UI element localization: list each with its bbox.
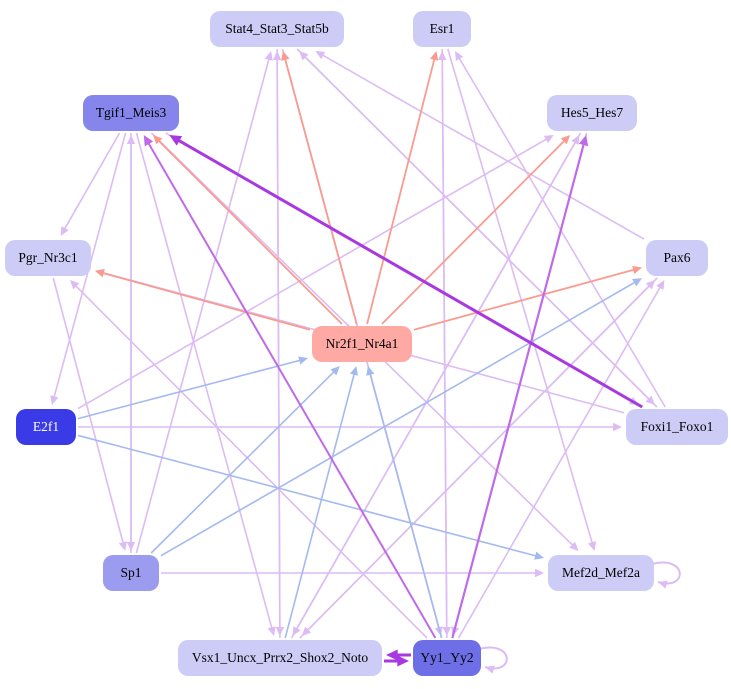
edge-arrowhead (658, 580, 668, 589)
edge-esr1-mef2d (447, 48, 594, 545)
edge-yy1-pax6 (457, 285, 662, 639)
edge-arrowhead (264, 51, 273, 61)
edge-arrowhead (315, 51, 326, 60)
edge-arrowhead (267, 626, 276, 636)
edge-e2f1-mef2d (77, 434, 538, 557)
edge-stat4-vsx1 (276, 48, 281, 630)
edge-arrowhead (275, 626, 285, 636)
edge-arrowhead (60, 226, 69, 236)
edge-arrowhead (153, 135, 163, 145)
edge-arrowhead (386, 649, 398, 661)
edge-arrowhead (330, 366, 340, 376)
edge-arrowhead (656, 280, 665, 290)
edge-arrowhead (143, 135, 154, 147)
edge-esr1-yy1 (441, 48, 448, 630)
node-Mef2d_Mef2a[interactable]: Mef2d_Mef2a (548, 555, 654, 591)
edge-arrowhead (292, 626, 301, 636)
edge-sp1-nr2f1 (150, 370, 336, 554)
node-Vsx1_Uncx_Prrx2_Shox2_Noto[interactable]: Vsx1_Uncx_Prrx2_Shox2_Noto (178, 640, 382, 676)
node-E2f1[interactable]: E2f1 (16, 409, 76, 445)
node-Nr2f1_Nr4a1[interactable]: Nr2f1_Nr4a1 (312, 326, 412, 362)
edge-arrowhead (543, 135, 554, 144)
node-Esr1[interactable]: Esr1 (413, 11, 471, 47)
node-Hes5_Hes7[interactable]: Hes5_Hes7 (547, 95, 637, 131)
edge-yy1-pgr (74, 284, 428, 639)
edge-arrowhead (349, 366, 359, 376)
self-loop-yy1 (478, 646, 508, 670)
edge-arrowhead (485, 665, 495, 674)
edge-arrowhead (442, 626, 451, 636)
edge-arrowhead (534, 551, 544, 560)
node-Foxi1_Foxo1[interactable]: Foxi1_Foxo1 (626, 409, 728, 445)
edge-yy1-nr2f1 (369, 372, 443, 639)
node-Sp1[interactable]: Sp1 (103, 555, 159, 591)
edge-sp1-pax6 (160, 280, 637, 557)
node-Stat4_Stat3_Stat5b[interactable]: Stat4_Stat3_Stat5b (210, 11, 344, 47)
edge-arrowhead (430, 51, 439, 61)
edge-vsx1-nr2f1 (284, 372, 356, 639)
edge-pax6-stat4 (321, 53, 645, 240)
edge-arrowhead (298, 356, 308, 365)
edge-arrowhead (613, 422, 622, 432)
edge-pgr-sp1 (52, 277, 125, 545)
edge-foxi1-tgif1 (176, 138, 643, 409)
edge-stat4-foxi1 (296, 48, 651, 401)
node-Pgr_Nr3c1[interactable]: Pgr_Nr3c1 (5, 240, 91, 276)
edge-nr2f1-tgif1 (157, 139, 343, 325)
edge-arrowhead (645, 395, 655, 405)
edge-nr2f1-pax6 (413, 268, 636, 331)
edge-yy1-hes5 (451, 142, 586, 639)
edge-arrowhead (126, 542, 136, 551)
edge-nr2f1-hes5 (381, 139, 566, 325)
edge-sp1-stat4 (135, 57, 271, 554)
edge-arrowhead (578, 135, 589, 147)
self-loop-mef2d (651, 561, 681, 585)
node-Yy1_Yy2[interactable]: Yy1_Yy2 (413, 640, 481, 676)
edge-arrowhead (569, 541, 579, 551)
edge-arrowhead (632, 278, 642, 287)
edge-pax6-vsx1 (306, 277, 658, 632)
edge-arrowhead (281, 51, 290, 61)
node-Pax6[interactable]: Pax6 (646, 240, 708, 276)
edge-foxi1-esr1 (457, 56, 666, 408)
edge-yy1-tgif1 (146, 141, 437, 639)
edge-nr2f1-stat4 (283, 57, 358, 325)
edge-arrowhead (50, 395, 59, 405)
edge-arrowhead (69, 280, 80, 290)
edge-arrowhead (588, 541, 597, 551)
edge-nr2f1-pgr (101, 271, 311, 331)
edge-arrowhead (560, 135, 571, 145)
edge-e2f1-hes5 (77, 137, 549, 410)
edge-arrowhead (454, 51, 464, 61)
edge-arrowhead (366, 366, 375, 376)
edge-arrowhead (397, 655, 409, 667)
edge-arrowhead (301, 626, 312, 636)
edge-hes5-vsx1 (295, 132, 582, 631)
edge-arrowhead (169, 135, 183, 146)
edge-arrowhead (118, 541, 127, 551)
edge-tgif1-vsx1 (135, 132, 273, 630)
edge-e2f1-nr2f1 (77, 359, 302, 420)
edge-arrowhead (535, 568, 544, 578)
edge-arrowhead (95, 269, 105, 278)
edge-tgif1-pgr (63, 132, 121, 231)
edge-nr2f1-esr1 (366, 57, 436, 325)
edge-arrowhead (632, 265, 642, 274)
node-Tgif1_Meis3[interactable]: Tgif1_Meis3 (83, 95, 179, 131)
